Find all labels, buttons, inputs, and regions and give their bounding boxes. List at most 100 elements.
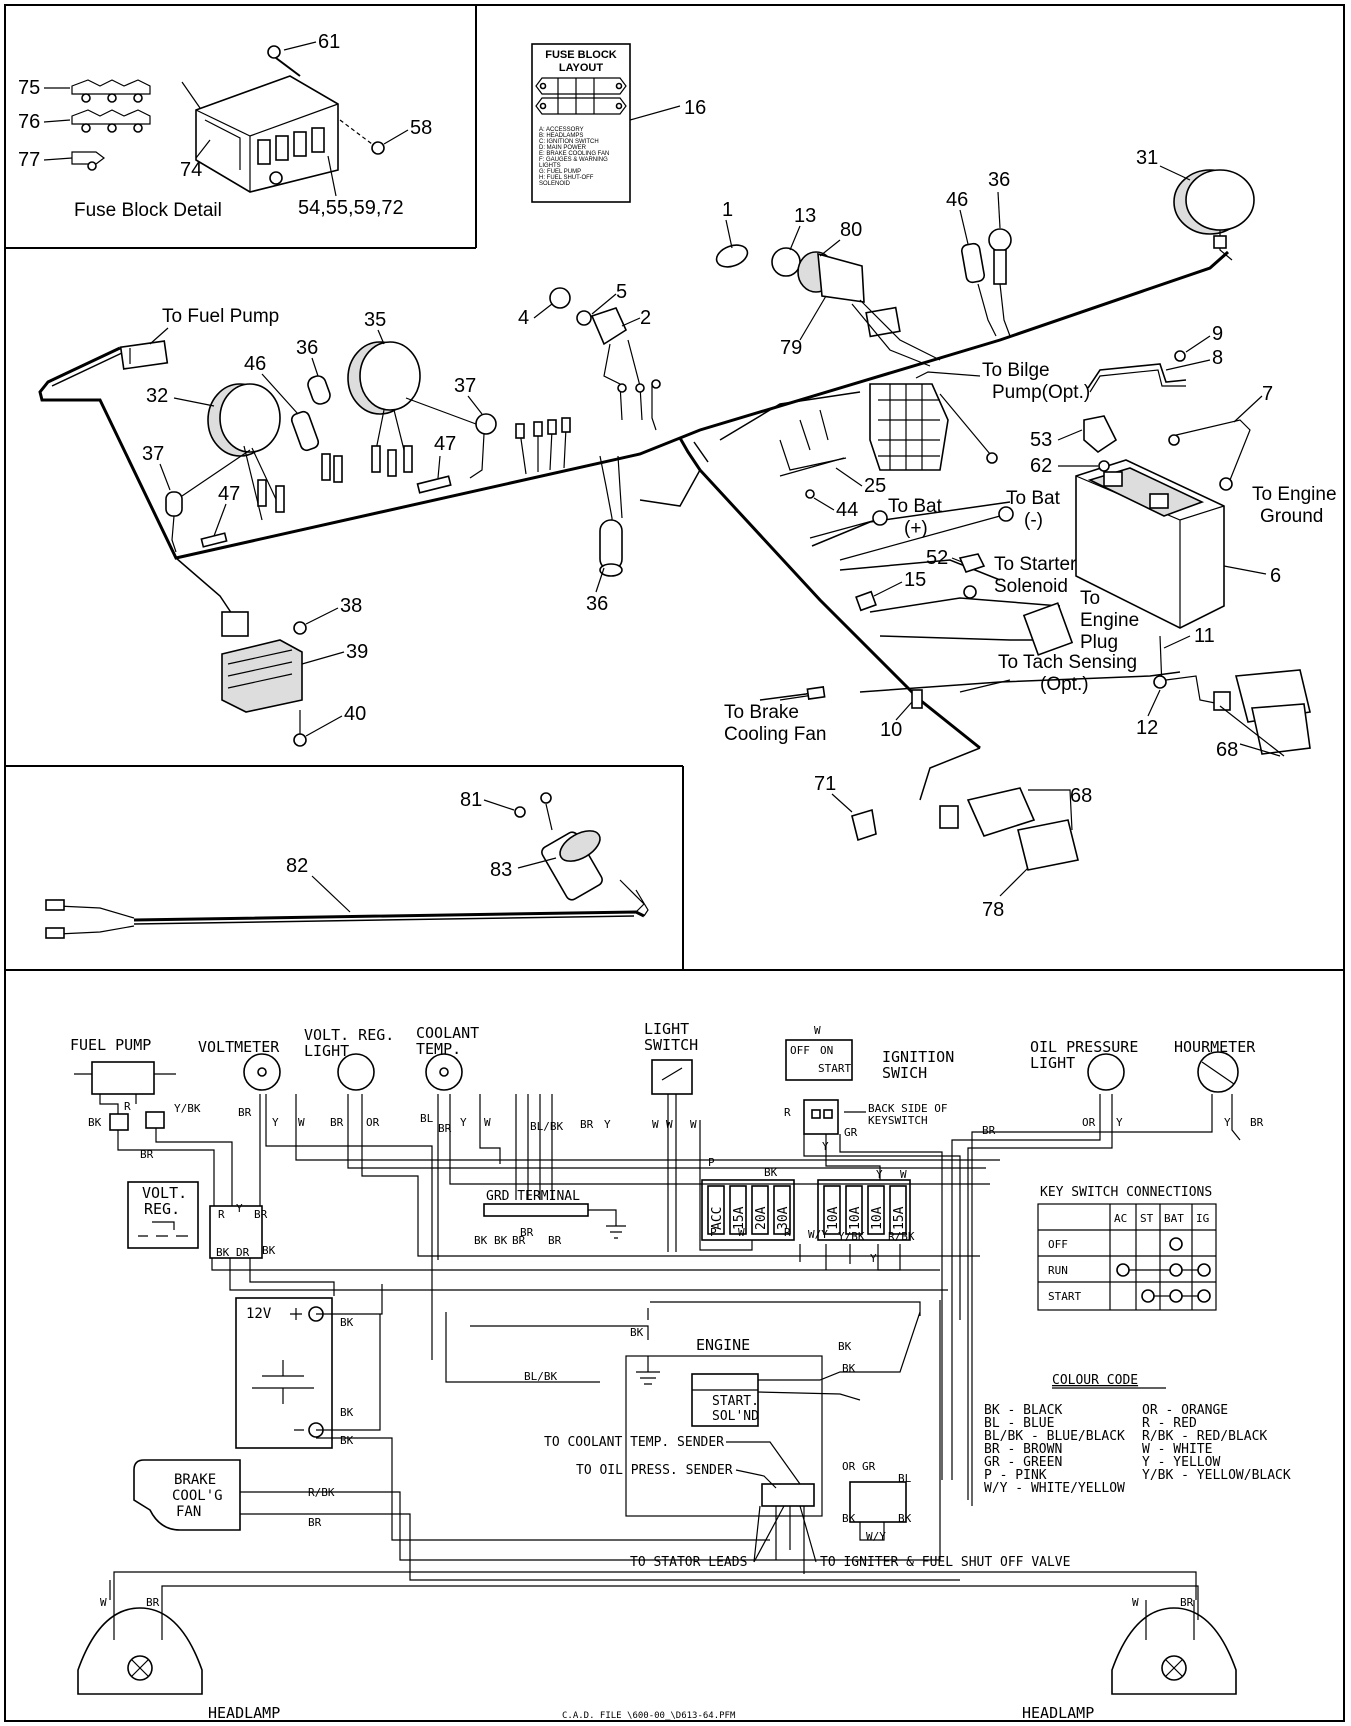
page-frame <box>4 4 1345 1722</box>
wire-label: BR <box>580 1118 594 1131</box>
fuel-pump-symbol <box>74 1061 176 1131</box>
colour-code-entry: BL/BK - BLUE/BLACK <box>984 1429 1125 1444</box>
colour-code-title: COLOUR CODE <box>1052 1373 1138 1388</box>
fuse-10a-3: 10A <box>870 1206 885 1230</box>
wire-label: BR <box>254 1208 268 1221</box>
label-to-brake-fan-2: Cooling Fan <box>724 724 826 745</box>
wire-label: BL/BK <box>530 1120 563 1133</box>
wire-label: BK <box>216 1246 230 1259</box>
fuse-panel-right: 10A 10A 10A 15A <box>817 1179 911 1241</box>
clamp-10 <box>911 689 923 709</box>
callout-7: 7 <box>1262 383 1273 405</box>
colour-code-entry: OR - ORANGE <box>1142 1403 1228 1418</box>
label-to-tach-1: To Tach Sensing <box>998 652 1137 673</box>
wire-label: BK <box>262 1244 276 1257</box>
wire-label: BR <box>238 1106 252 1119</box>
light-68-right <box>1165 669 1311 755</box>
callout-62: 62 <box>1030 455 1052 477</box>
label-oil-pressure-2: LIGHT <box>1030 1054 1075 1072</box>
label-to-coolant-sender: TO COOLANT TEMP. SENDER <box>544 1435 724 1450</box>
wire-label: W <box>298 1116 305 1129</box>
callout-61: 61 <box>318 31 340 53</box>
callout-1: 1 <box>722 199 733 221</box>
connector-block-25 <box>779 383 949 499</box>
callout-74: 74 <box>180 159 202 181</box>
callout-81: 81 <box>460 789 482 811</box>
label-to-bat-neg-1: To Bat <box>1006 488 1061 509</box>
wire-label: P <box>708 1156 715 1169</box>
label-cad-file: C.A.D. FILE \600-00_\D613-64.PFM <box>562 1711 736 1721</box>
callout-36-right: 36 <box>988 169 1010 191</box>
schematic: FUEL PUMP VOLTMETER VOLT. REG. LIGHT COO… <box>70 1020 1291 1722</box>
wire-label: BR <box>140 1148 154 1161</box>
label-back-side-1: BACK SIDE OF <box>868 1102 947 1115</box>
fuse-legend-h: H: FUEL SHUT-OFF <box>539 175 594 181</box>
label-to-starter-2: Solenoid <box>994 576 1068 597</box>
ign-off: OFF <box>790 1044 810 1057</box>
wire-label: BK <box>474 1234 488 1247</box>
wire-label: W <box>484 1116 491 1129</box>
label-volt-reg-2: REG. <box>144 1200 180 1218</box>
wire-label: BK <box>340 1406 354 1419</box>
fuse-10a-1: 10A <box>826 1206 841 1230</box>
callout-68-right: 68 <box>1216 739 1238 761</box>
light-switch-symbol <box>651 1059 693 1095</box>
fuse-layout-card: FUSE BLOCK LAYOUT A: ACCESSORY B: HEADLA… <box>531 43 706 203</box>
fuse-legend-a: A: ACCESSORY <box>539 127 584 133</box>
wire-label: P <box>710 1226 717 1239</box>
clip-75 <box>71 79 151 103</box>
label-to-engine-ground-2: Ground <box>1260 506 1323 527</box>
wire-label: BK <box>630 1326 644 1339</box>
callout-11: 11 <box>1194 625 1215 647</box>
callout-38: 38 <box>340 595 362 617</box>
callout-53: 53 <box>1030 429 1052 451</box>
colour-code-entry: W/Y - WHITE/YELLOW <box>984 1481 1125 1496</box>
connector-47b <box>416 475 452 494</box>
wire-label: Y/BK <box>174 1102 201 1115</box>
label-coolant-temp-2: TEMP. <box>416 1040 461 1058</box>
callout-80: 80 <box>840 219 862 241</box>
wire-label: Y <box>1116 1116 1123 1129</box>
fuse-legend-c: C: IGNITION SWITCH <box>539 139 599 145</box>
fuse-detail-title: Fuse Block Detail <box>74 200 222 221</box>
colour-code-legend: COLOUR CODE BK - BLACK BL - BLUE BL/BK -… <box>984 1373 1291 1496</box>
colour-code-entry: Y - YELLOW <box>1142 1455 1220 1470</box>
ign-w: W <box>814 1024 821 1037</box>
label-to-bat-pos-1: To Bat <box>888 496 943 517</box>
battery-6 <box>1075 459 1225 629</box>
label-brake-fan-2: COOL'G <box>172 1488 223 1504</box>
label-to-brake-fan-1: To Brake <box>724 702 799 723</box>
colour-code-entry: GR - GREEN <box>984 1455 1062 1470</box>
volt-reg-light-symbol <box>337 1053 375 1091</box>
wire-label: BK <box>764 1166 778 1179</box>
key-switch-table: KEY SWITCH CONNECTIONS AC ST BAT IG OFF … <box>1037 1185 1217 1311</box>
colour-code-entry: R - RED <box>1142 1416 1197 1431</box>
section-dividers <box>6 6 1345 971</box>
screw-61 <box>267 45 301 77</box>
fuse-legend-f2: LIGHTS <box>539 163 561 169</box>
label-to-stator: TO STATOR LEADS <box>630 1555 747 1570</box>
label-back-side-2: KEYSWITCH <box>868 1114 928 1127</box>
gauge-31 <box>1173 169 1255 261</box>
gauge-32 <box>207 383 285 521</box>
wire-label: DR <box>236 1246 250 1259</box>
colour-code-entry: Y/BK - YELLOW/BLACK <box>1142 1468 1291 1483</box>
label-fuel-pump: FUEL PUMP <box>70 1036 151 1054</box>
callout-8: 8 <box>1212 347 1223 369</box>
callout-52: 52 <box>926 547 948 569</box>
main-harness: To Fuel Pump <box>38 147 1337 921</box>
nut-lower <box>269 171 283 185</box>
label-to-bilge-2: Pump(Opt.) <box>992 382 1090 403</box>
fuse-10a-2: 10A <box>848 1206 863 1230</box>
label-to-bat-neg-2: (-) <box>1024 510 1043 531</box>
fuse-holder-46-right <box>960 242 997 337</box>
callout-75: 75 <box>18 77 40 99</box>
label-to-engine-ground-1: To Engine <box>1252 484 1337 505</box>
label-battery: 12V <box>246 1306 272 1322</box>
bracket-8 <box>1087 350 1187 393</box>
wire-label: GR <box>844 1126 858 1139</box>
callout-12: 12 <box>1136 717 1158 739</box>
colour-code-entry: BL - BLUE <box>984 1416 1054 1431</box>
label-to-oil-sender: TO OIL PRESS. SENDER <box>576 1463 733 1478</box>
callout-6: 6 <box>1270 565 1281 587</box>
